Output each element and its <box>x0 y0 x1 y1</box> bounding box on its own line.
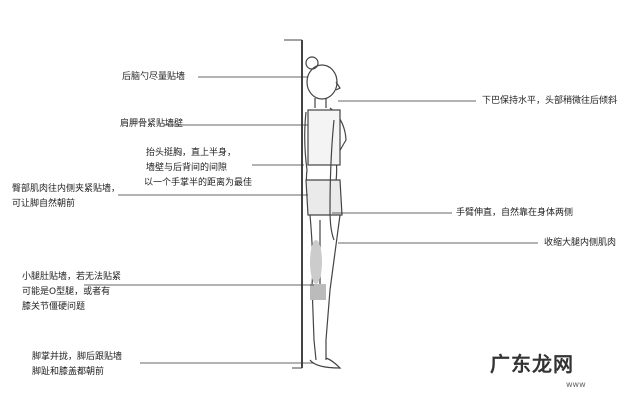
label-thigh: 收缩大腿内侧肌肉 <box>544 238 617 248</box>
label-calf-line-3: 膝关节僵硬问题 <box>22 302 86 312</box>
label-chest: 抬头挺胸，直上半身， 墙壁与后背间的间隙 以一个手掌半的距离为最佳 <box>144 146 252 191</box>
label-hip-line-2: 可让脚自然朝前 <box>12 199 76 209</box>
watermark-logo: 广东龙网 <box>490 352 574 376</box>
label-chest-line-3: 以一个手掌半的距离为最佳 <box>144 178 253 188</box>
label-feet-line-1: 脚掌并拢，脚后跟贴墙 <box>32 352 123 362</box>
label-arm: 手臂伸直，自然靠在身体两侧 <box>456 208 574 218</box>
label-chest-line-2: 墙壁与后背间的间隙 <box>146 163 228 173</box>
watermark-sub: www <box>566 380 586 389</box>
woman-figure <box>304 56 347 369</box>
label-feet-line-2: 脚趾和膝盖都朝前 <box>32 367 105 377</box>
label-hip: 臀部肌肉往内侧夹紧贴墙， 可让脚自然朝前 <box>12 182 120 212</box>
label-calf-line-2: 可能是O型腿，或者有 <box>22 287 111 297</box>
label-chest-line-1: 抬头挺胸，直上半身， <box>146 148 237 158</box>
label-chin: 下巴保持水平，头部稍微往后倾斜 <box>482 96 618 106</box>
label-feet: 脚掌并拢，脚后跟贴墙 脚趾和膝盖都朝前 <box>32 350 122 380</box>
label-hip-line-1: 臀部肌肉往内侧夹紧贴墙， <box>12 184 121 194</box>
label-calf: 小腿肚贴墙，若无法贴紧 可能是O型腿，或者有 膝关节僵硬问题 <box>22 270 121 315</box>
label-head: 后脑勺尽量贴墙 <box>122 72 186 82</box>
label-shoulder: 肩胛骨紧贴墙壁 <box>120 119 184 129</box>
label-calf-line-1: 小腿肚贴墙，若无法贴紧 <box>22 272 122 282</box>
